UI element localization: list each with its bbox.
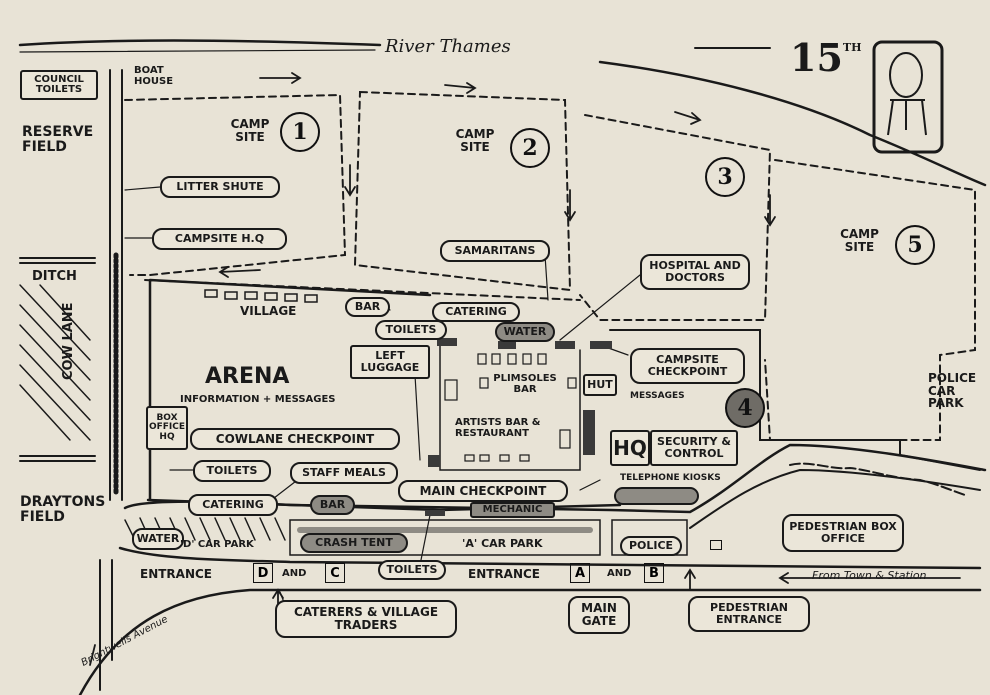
box-office-kiosk xyxy=(710,540,722,550)
chair-logo xyxy=(872,40,944,154)
left-luggage-label: LEFT LUGGAGE xyxy=(350,345,430,379)
info-messages-label: INFORMATION + MESSAGES xyxy=(180,394,336,405)
entrance-right-label: ENTRANCE xyxy=(468,567,540,581)
gate-d: D xyxy=(253,563,273,583)
council-toilets-label: COUNCIL TOILETS xyxy=(20,70,98,100)
pedestrian-box-office-label: PEDESTRIAN BOX OFFICE xyxy=(782,514,904,552)
campsite-1-label: CAMP SITE xyxy=(230,117,270,144)
arena-label: ARENA xyxy=(205,364,290,389)
plimsoles-bar-label: PLIMSOLES BAR xyxy=(493,373,557,395)
campsite-2-label: CAMP SITE xyxy=(455,127,495,154)
reserve-field-label: RESERVE FIELD xyxy=(22,124,94,155)
telephone-kiosks-label: TELEPHONE KIOSKS xyxy=(620,473,721,483)
pedestrian-entrance-label: PEDESTRIAN ENTRANCE xyxy=(688,596,810,632)
campsite-2-number: 2 xyxy=(510,128,550,168)
toilets-top-label: TOILETS xyxy=(375,320,447,340)
hq-label: HQ xyxy=(610,430,650,466)
hut-label: HUT xyxy=(583,374,617,396)
entrance-left-label: ENTRANCE xyxy=(140,567,212,581)
area-4-number: 4 xyxy=(725,388,765,428)
staff-meals-label: STAFF MEALS xyxy=(290,462,398,484)
river-thames-label: River Thames xyxy=(385,36,511,57)
samaritans-label: SAMARITANS xyxy=(440,240,550,262)
caterers-label: CATERERS & VILLAGE TRADERS xyxy=(275,600,457,638)
campsite-5-number: 5 xyxy=(895,225,935,265)
main-gate-label: MAIN GATE xyxy=(568,596,630,634)
water-top-label: WATER xyxy=(495,322,555,342)
d-car-park-label: 'D' CAR PARK xyxy=(180,539,254,550)
and-right-label: AND xyxy=(607,568,632,579)
artists-bar-label: ARTISTS BAR & RESTAURANT xyxy=(455,417,541,439)
campsite-1-number: 1 xyxy=(280,112,320,152)
first-aid-box xyxy=(614,487,699,505)
police-label: POLICE xyxy=(620,536,682,556)
main-checkpoint-label: MAIN CHECKPOINT xyxy=(398,480,568,502)
campsite-3-number: 3 xyxy=(705,157,745,197)
gate-b: B xyxy=(644,563,664,583)
draytons-field-label: DRAYTONS FIELD xyxy=(20,494,106,525)
main-road xyxy=(123,443,987,514)
and-left-label: AND xyxy=(282,568,307,579)
ditch-line xyxy=(19,257,96,462)
cow-lane-label: COW LANE xyxy=(61,302,76,380)
box-office-hq-label: BOX OFFICE HQ xyxy=(146,406,188,450)
river-bank-line-2 xyxy=(19,49,376,53)
a-car-park-label: 'A' CAR PARK xyxy=(462,537,543,550)
hospital-label: HOSPITAL and DOCTORS xyxy=(640,254,750,290)
campsite-hq-label: CAMPSITE H.Q xyxy=(152,228,287,250)
water-left-label: WATER xyxy=(132,528,184,550)
mechanic-label: MECHANIC xyxy=(470,502,555,518)
boat-house-label: BOAT HOUSE xyxy=(134,65,174,87)
police-car-park-label: POLICE CAR PARK xyxy=(928,371,977,411)
gate-a: A xyxy=(570,563,590,583)
bar-top-label: BAR xyxy=(345,297,390,317)
ditch-label: DITCH xyxy=(32,269,77,284)
from-town-label: From Town & Station xyxy=(812,569,927,582)
river-bank-line xyxy=(18,39,987,187)
catering-top-label: CATERING xyxy=(432,302,520,322)
toilets-bottom-label: TOILETS xyxy=(378,560,446,580)
cowlane-checkpoint-label: COWLANE CHECKPOINT xyxy=(190,428,400,450)
messages-label: MESSAGES xyxy=(630,391,685,401)
crash-tent-label: CRASH TENT xyxy=(300,533,408,553)
village-label: VILLAGE xyxy=(240,304,297,318)
catering-left-label: CATERING xyxy=(188,494,278,516)
security-control-label: SECURITY & CONTROL xyxy=(650,430,738,466)
campsite-checkpoint-label: CAMPSITE CHECKPOINT xyxy=(630,348,745,384)
bar-mid-label: BAR xyxy=(310,495,355,515)
toilets-left-label: TOILETS xyxy=(193,460,271,482)
cow-lane-road xyxy=(109,69,123,501)
litter-shute-label: LITTER SHUTE xyxy=(160,176,280,198)
gate-c: C xyxy=(325,563,345,583)
campsite-5-label: CAMP SITE xyxy=(840,227,879,254)
title-15th: 15TH xyxy=(790,35,862,80)
